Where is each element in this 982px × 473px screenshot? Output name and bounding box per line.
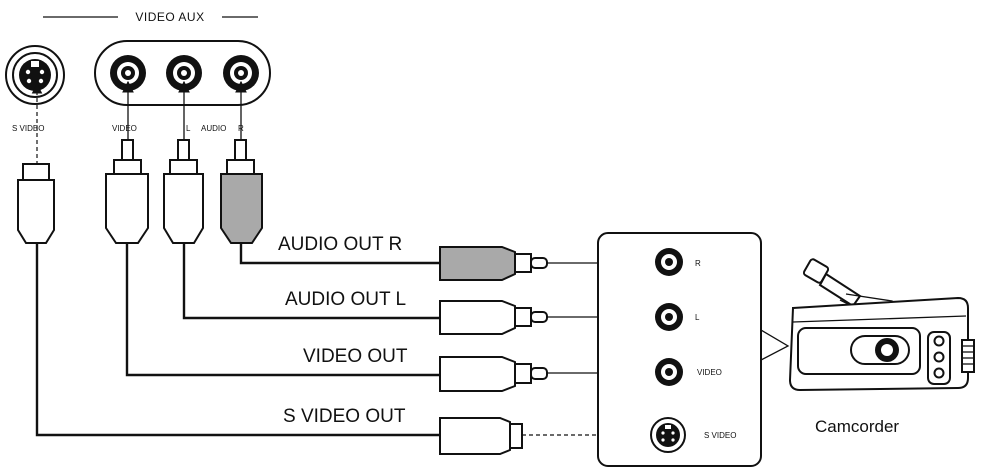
cam-jack-label-l: L xyxy=(695,313,700,322)
camcorder-label: Camcorder xyxy=(815,417,899,436)
cam-s-video-jack xyxy=(650,417,686,453)
audio-jack-label: AUDIO xyxy=(201,124,226,133)
plug-r-body-left xyxy=(220,173,263,244)
audio-r-plug-left xyxy=(220,139,263,244)
camcorder-jack-panel xyxy=(597,232,762,467)
audio-r-jack xyxy=(223,55,259,91)
insert-arrows xyxy=(31,80,247,165)
audio-r-plug-right xyxy=(439,246,548,281)
cable-label-audio-out-r: AUDIO OUT R xyxy=(278,234,402,255)
camcorder-icon xyxy=(788,258,975,392)
video-jack-label: VIDEO xyxy=(112,124,137,133)
plug-r-body-right xyxy=(439,246,516,281)
audio-l-jack xyxy=(166,55,202,91)
audio-l-jack-label: L xyxy=(186,124,191,133)
audio-l-plug-right xyxy=(439,300,548,335)
cable-label-audio-out-l: AUDIO OUT L xyxy=(285,289,406,310)
cam-jack-label-video: VIDEO xyxy=(697,368,722,377)
cables xyxy=(35,243,440,437)
cable-label-s-video-out: S VIDEO OUT xyxy=(283,406,406,427)
cam-video-jack xyxy=(655,358,683,386)
cam-jack-label-s-video: S VIDEO xyxy=(704,431,736,440)
callout-pointer xyxy=(760,329,790,361)
cable-label-video-out: VIDEO OUT xyxy=(303,346,408,367)
s-video-plug-left xyxy=(17,163,55,244)
s-video-jack xyxy=(5,45,65,105)
video-plug-right xyxy=(439,356,548,392)
s-video-jack-label: S VIDEO xyxy=(12,124,44,133)
rca-jack-panel xyxy=(94,40,271,106)
cam-r-jack xyxy=(655,248,683,276)
video-aux-title: VIDEO AUX xyxy=(135,10,204,24)
s-video-plug-right xyxy=(439,417,523,455)
audio-l-plug-left xyxy=(163,139,204,244)
cam-l-jack xyxy=(655,303,683,331)
video-aux-header: VIDEO AUX xyxy=(43,10,258,24)
cam-jack-label-r: R xyxy=(695,259,701,268)
video-plug-left xyxy=(105,139,149,244)
video-jack xyxy=(110,55,146,91)
